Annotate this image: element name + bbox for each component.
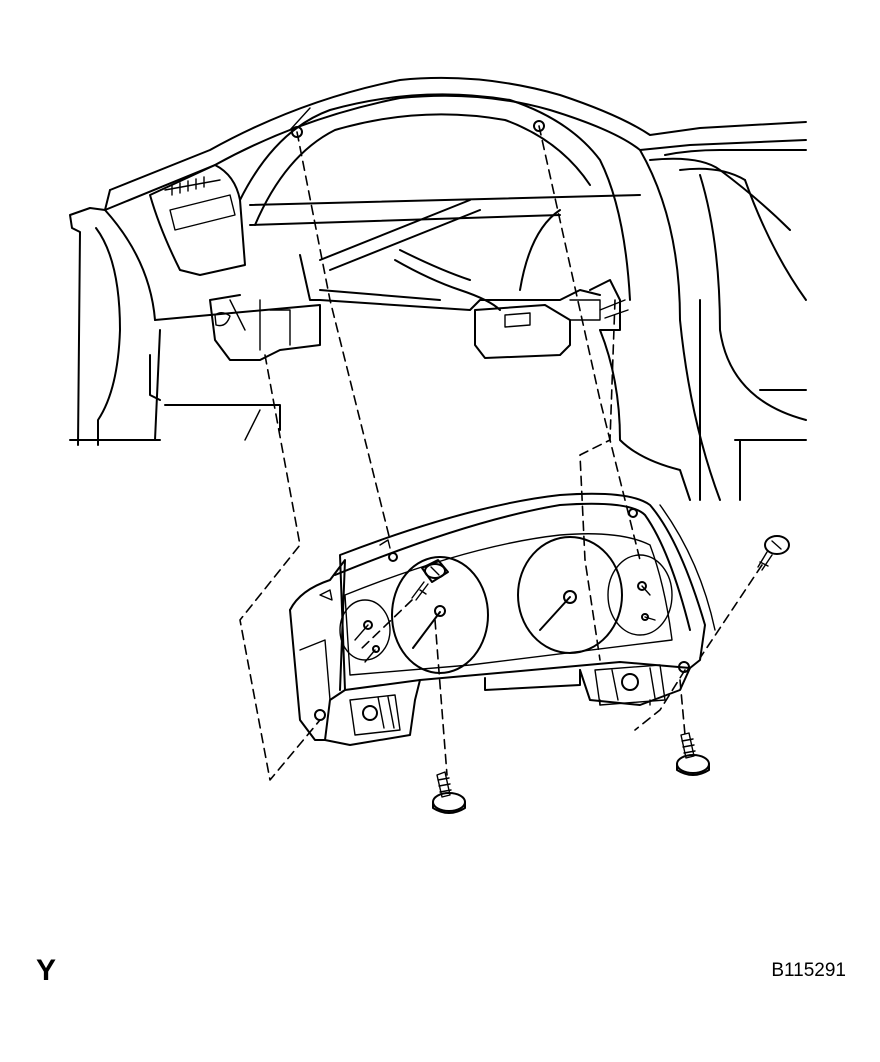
alignment-lines xyxy=(239,125,763,781)
figure-code-label: B115291 xyxy=(771,960,846,981)
screw-upper-right xyxy=(757,535,790,571)
screw-lower-left xyxy=(432,771,466,814)
instrument-panel xyxy=(69,76,807,501)
screw-upper-left xyxy=(411,559,449,601)
screw-lower-right xyxy=(676,732,710,776)
combination-meter xyxy=(289,492,716,746)
view-letter-label: Y xyxy=(36,954,57,987)
